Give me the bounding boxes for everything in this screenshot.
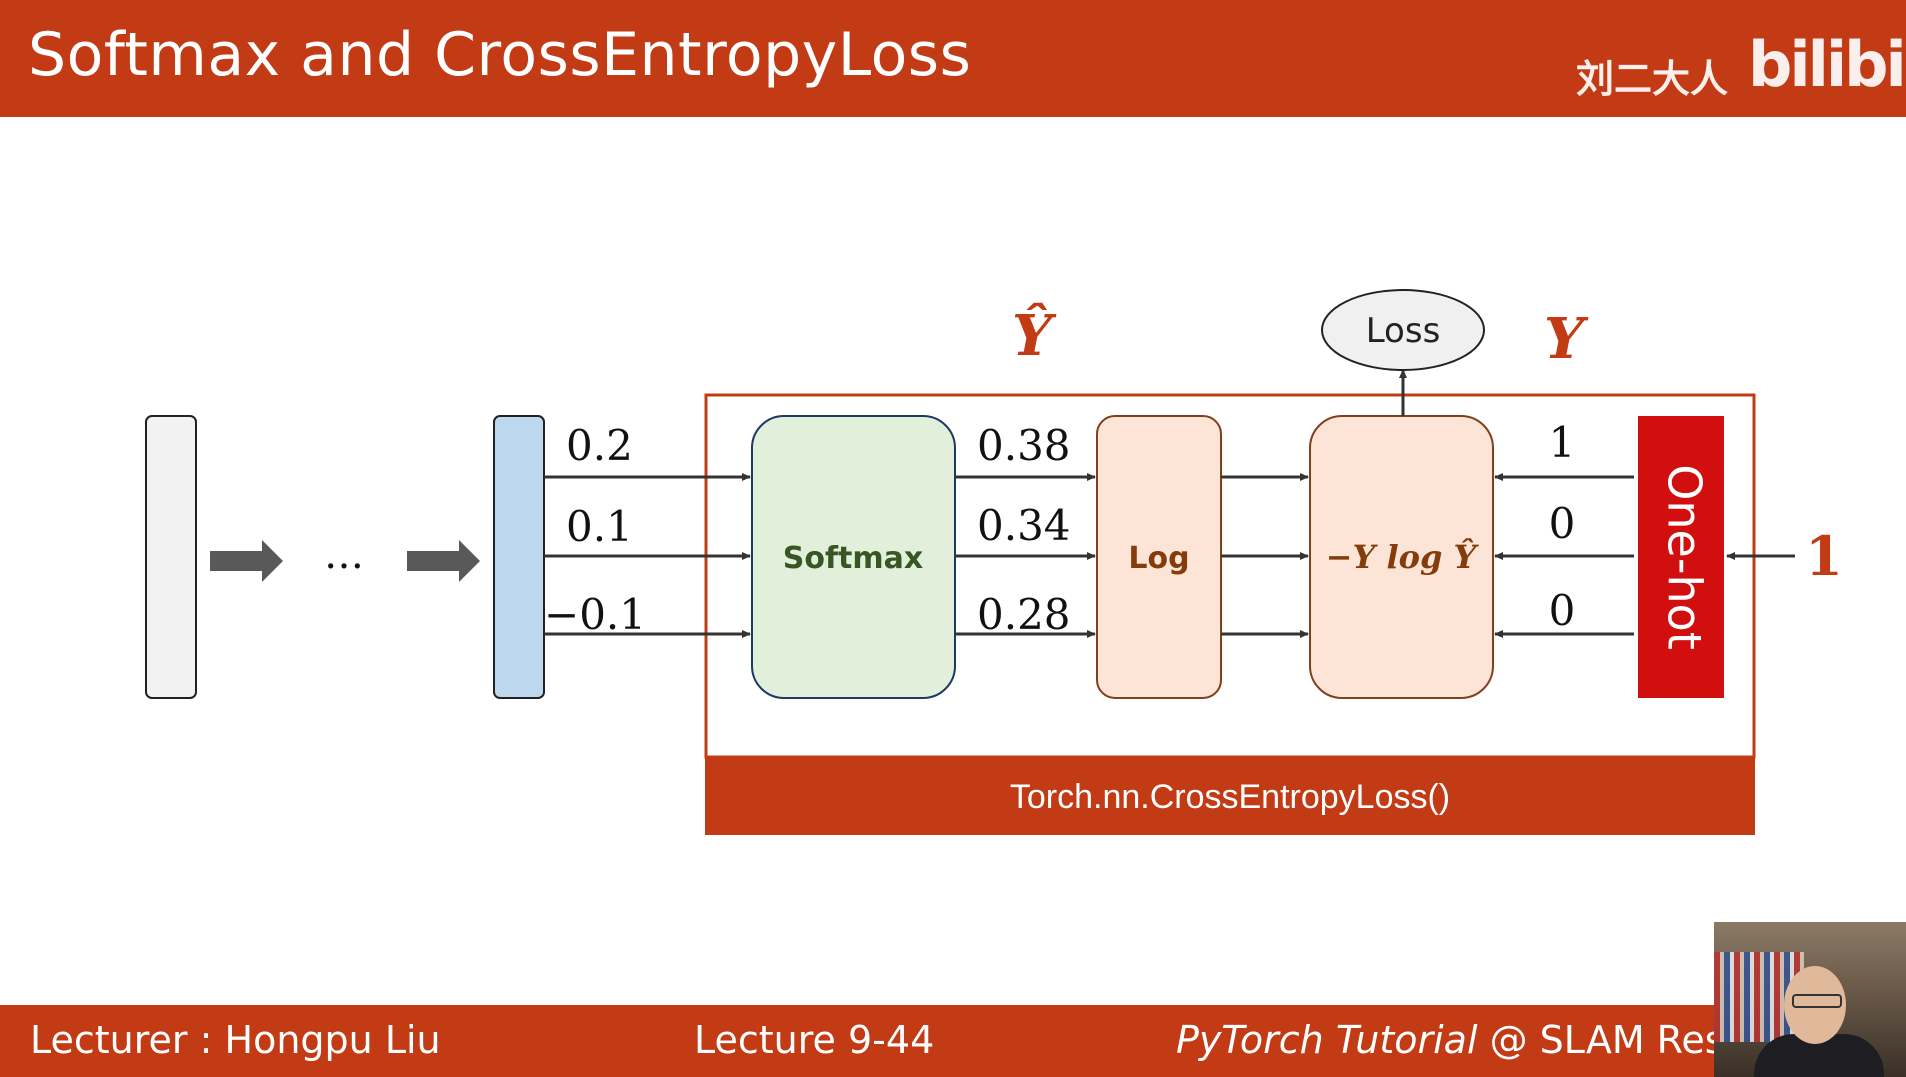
loss-label: Loss	[1366, 311, 1441, 351]
footer-course-title: PyTorch Tutorial	[1176, 1018, 1478, 1062]
footer-bar	[0, 1005, 1906, 1077]
softmax-label: Softmax	[783, 541, 923, 576]
title-bar: Softmax and CrossEntropyLoss 刘二大人 bilibi…	[0, 0, 1906, 117]
ellipsis: …	[324, 532, 364, 578]
presenter-glasses	[1792, 994, 1842, 1008]
footer-course: PyTorch Tutorial @ SLAM Resea	[1176, 1018, 1716, 1062]
crossentropy-module-label: Torch.nn.CrossEntropyLoss()	[1010, 778, 1450, 816]
footer-lecturer: Lecturer : Hongpu Liu	[30, 1018, 441, 1062]
bilibili-logo: bilibili	[1748, 28, 1906, 101]
footer-course-affiliation: @ SLAM Resea	[1489, 1018, 1716, 1062]
webcam-overlay	[1714, 922, 1906, 1077]
onehot-label: One-hot	[1658, 464, 1712, 650]
softmax-output-value: 0.28	[977, 590, 1071, 639]
onehot-block	[1638, 416, 1724, 698]
y-hat-label: Ŷ	[1012, 302, 1057, 369]
input-value: 0.1	[566, 502, 633, 551]
input-value: 0.2	[566, 421, 633, 470]
onehot-value: 0	[1549, 586, 1576, 635]
onehot-value: 0	[1549, 499, 1576, 548]
y-label: Y	[1544, 306, 1589, 372]
loss-node	[1321, 289, 1485, 371]
onehot-value: 1	[1549, 418, 1576, 467]
log-label: Log	[1128, 541, 1189, 576]
output-layer-box	[493, 415, 545, 699]
input-layer-box	[145, 415, 197, 699]
watermark-author: 刘二大人	[1576, 57, 1729, 101]
softmax-output-value: 0.38	[977, 421, 1071, 470]
footer-lecture-number: Lecture 9-44	[694, 1018, 935, 1062]
nll-formula: −Y log Ŷ	[1326, 538, 1480, 576]
arrow-right-icon	[210, 540, 283, 582]
page-title: Softmax and CrossEntropyLoss	[28, 20, 972, 90]
class-label: 1	[1805, 524, 1843, 588]
input-value: −0.1	[544, 590, 646, 639]
softmax-output-value: 0.34	[977, 501, 1071, 550]
arrow-right-icon	[407, 540, 480, 582]
crossentropy-label-bar	[705, 757, 1755, 835]
